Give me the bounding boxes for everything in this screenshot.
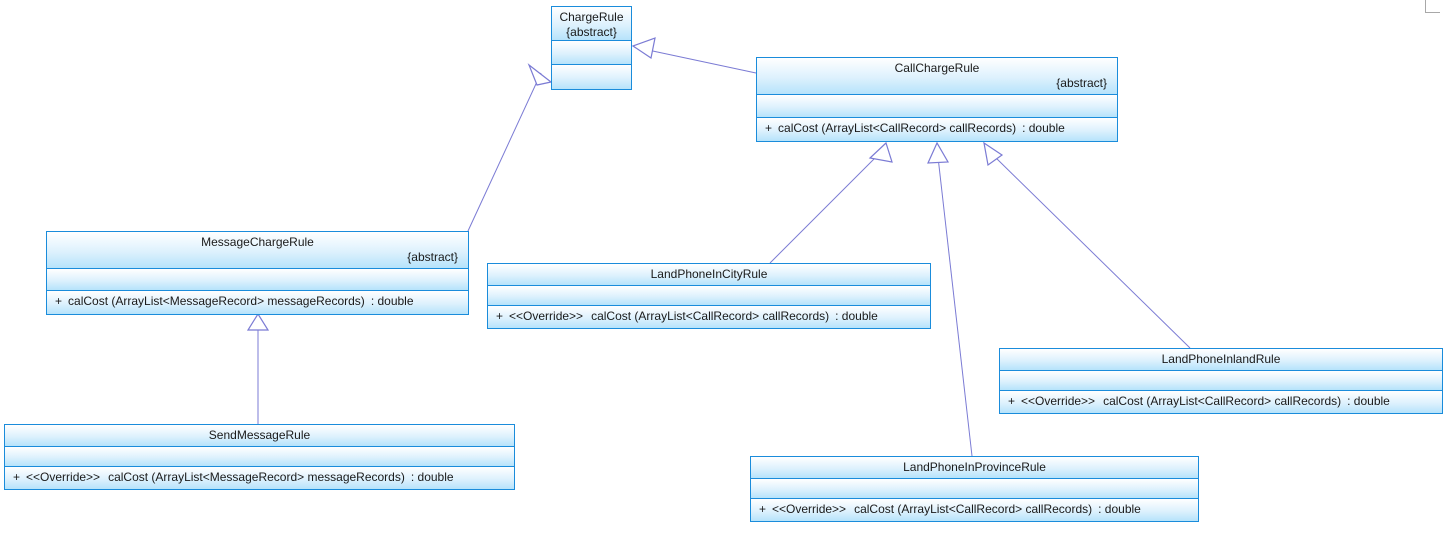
operation-return-type: : double (410, 470, 454, 484)
operation-visibility: + (13, 470, 21, 484)
uml-class-chargerule[interactable]: ChargeRule {abstract} (551, 6, 632, 90)
operation-return-type: : double (1022, 121, 1065, 135)
class-attributes-compartment (751, 479, 1198, 499)
class-name-compartment: CallChargeRule {abstract} (757, 58, 1117, 95)
uml-class-callchargerule[interactable]: CallChargeRule {abstract} + calCost (Arra… (756, 57, 1118, 142)
uml-class-landphoneinprovincerule[interactable]: LandPhoneInProvinceRule + <<Override>> cal… (750, 456, 1199, 522)
operation-return-type: : double (835, 309, 878, 323)
operation-signature: calCost (ArrayList<CallRecord> callRecor… (778, 121, 1017, 135)
class-name-compartment: LandPhoneInProvinceRule (751, 457, 1198, 479)
class-operations-compartment: + calCost (ArrayList<MessageRecord> messa… (47, 291, 468, 314)
generalization-callchargerule-to-chargerule (631, 37, 757, 74)
operation-visibility: + (55, 294, 63, 308)
operation-signature: calCost (ArrayList<CallRecord> callRecor… (1103, 394, 1342, 408)
class-name-compartment: ChargeRule {abstract} (552, 7, 631, 41)
class-name-label: CallChargeRule (894, 61, 980, 75)
operation-stereotype: <<Override>> (1021, 394, 1096, 408)
generalization-landphoneinprovincerule-to-callchargerule (927, 141, 973, 457)
class-name-label: LandPhoneInlandRule (1161, 352, 1281, 366)
page-corner-marker (1425, 0, 1440, 13)
class-operations-compartment: + <<Override>> calCost (ArrayList<CallReco… (1000, 391, 1442, 413)
uml-class-landphoneinlandrule[interactable]: LandPhoneInlandRule + <<Override>> calCost… (999, 348, 1443, 414)
class-attributes-compartment (488, 286, 930, 306)
generalization-landphoneincityrule-to-callchargerule (769, 141, 893, 264)
operation-stereotype: <<Override>> (772, 502, 847, 516)
class-attributes-compartment (757, 95, 1117, 118)
class-attributes-compartment (552, 41, 631, 65)
class-name-compartment: LandPhoneInCityRule (488, 264, 930, 286)
class-attributes-compartment (1000, 371, 1442, 391)
uml-class-landphoneincityrule[interactable]: LandPhoneInCityRule + <<Override>> calCost… (487, 263, 931, 329)
operation-visibility: + (496, 309, 504, 323)
generalization-sendmessagerule-to-messagechargerule (246, 312, 270, 424)
class-operations-compartment (552, 65, 631, 89)
class-name-label: LandPhoneInProvinceRule (903, 460, 1046, 474)
operation-stereotype: <<Override>> (509, 309, 584, 323)
class-name-compartment: SendMessageRule (5, 425, 514, 447)
operation-signature: calCost (ArrayList<CallRecord> callRecor… (854, 502, 1093, 516)
operation-stereotype: <<Override>> (26, 470, 101, 484)
class-name-compartment: LandPhoneInlandRule (1000, 349, 1442, 371)
class-operations-compartment: + calCost (ArrayList<CallRecord> callReco… (757, 118, 1117, 141)
operation-return-type: : double (370, 294, 414, 308)
class-abstract-label: {abstract} (407, 250, 458, 264)
class-name-label: ChargeRule (559, 10, 624, 24)
generalization-messagechargerule-to-chargerule (467, 63, 553, 232)
class-operations-compartment: + <<Override>> calCost (ArrayList<CallReco… (488, 306, 930, 328)
class-abstract-label: {abstract} (566, 25, 617, 39)
operation-visibility: + (765, 121, 773, 135)
class-name-label: MessageChargeRule (201, 235, 314, 249)
class-attributes-compartment (47, 269, 468, 291)
operation-visibility: + (759, 502, 767, 516)
class-attributes-compartment (5, 447, 514, 467)
uml-class-messagechargerule[interactable]: MessageChargeRule {abstract} + calCost (A… (46, 231, 469, 315)
operation-visibility: + (1008, 394, 1016, 408)
class-name-label: SendMessageRule (208, 428, 311, 442)
operation-return-type: : double (1098, 502, 1141, 516)
class-name-compartment: MessageChargeRule {abstract} (47, 232, 468, 269)
generalization-landphoneinlandrule-to-callchargerule (983, 141, 1191, 349)
operation-signature: calCost (ArrayList<MessageRecord> messag… (108, 470, 405, 484)
class-operations-compartment: + <<Override>> calCost (ArrayList<MessageR… (5, 467, 514, 489)
class-name-label: LandPhoneInCityRule (650, 267, 768, 281)
operation-signature: calCost (ArrayList<CallRecord> callRecor… (591, 309, 830, 323)
operation-signature: calCost (ArrayList<MessageRecord> messag… (68, 294, 365, 308)
class-operations-compartment: + <<Override>> calCost (ArrayList<CallReco… (751, 499, 1198, 521)
uml-class-sendmessagerule[interactable]: SendMessageRule + <<Override>> calCost (Ar… (4, 424, 515, 490)
operation-return-type: : double (1347, 394, 1390, 408)
class-abstract-label: {abstract} (1056, 76, 1107, 90)
